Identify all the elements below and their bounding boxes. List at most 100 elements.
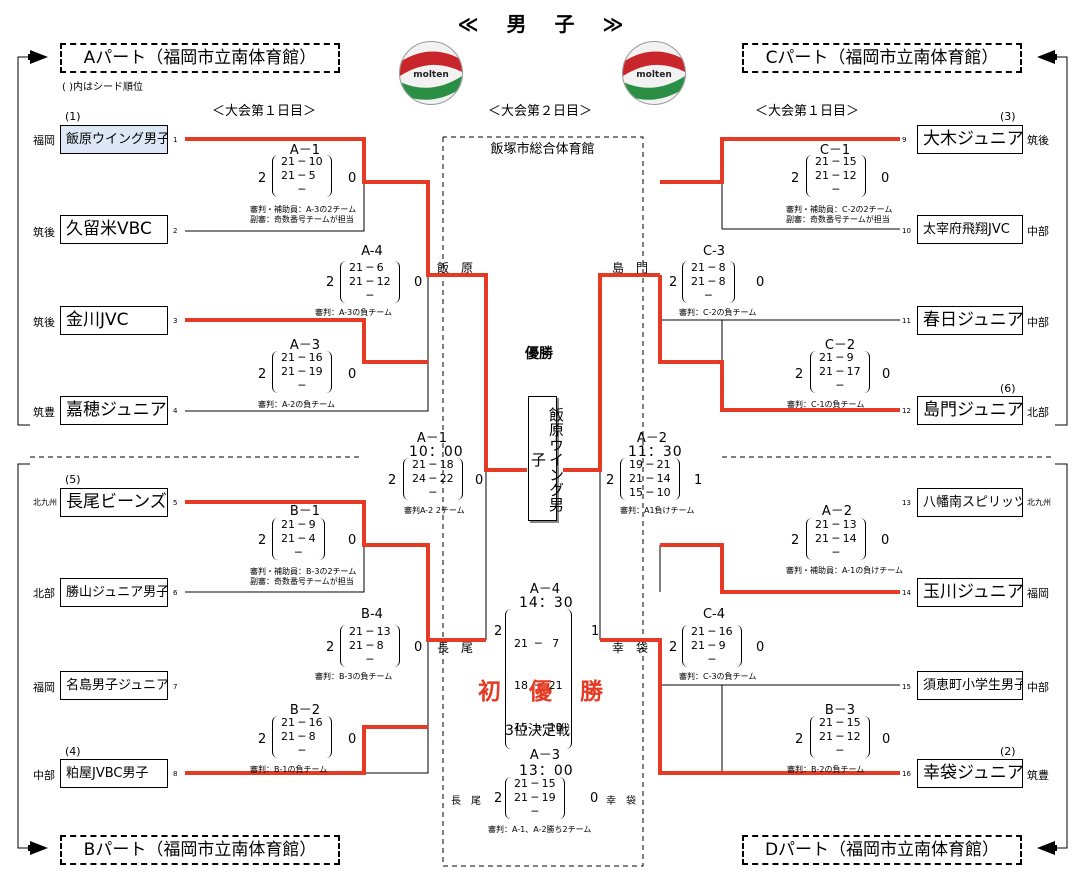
match-a4-scores: 21 ─ 6 21 ─ 12 ─	[340, 261, 400, 303]
semi2-ref: 審判：A1負けチーム	[620, 506, 695, 515]
final-left-sets: 2	[494, 624, 503, 639]
match-a1-scores: 21 ─ 10 21 ─ 5 ─	[272, 155, 332, 197]
region-10: 中部	[1027, 225, 1049, 238]
match-b2-scores: 21 ─ 16 21 ─ 8 ─	[272, 716, 332, 758]
semi2-set2: 21 ─ 14	[629, 472, 671, 485]
finalist-iihara: 飯 原	[437, 261, 474, 275]
semi1-set2: 24 ─ 22	[412, 472, 454, 485]
match-d2-ref: 審判・補助員：A-1の負けチーム	[786, 566, 904, 575]
match-c2-ref: 審判：C-1の負チーム	[787, 400, 865, 409]
match-c1-set2: 21 ─ 12	[815, 169, 857, 182]
finalist-shimakado: 島 門	[612, 261, 649, 275]
semi2-label: A－2	[636, 431, 668, 446]
match-b4-scores: 21 ─ 13 21 ─ 8 ─	[340, 625, 400, 667]
match-c1-left-sets: 2	[791, 171, 800, 186]
semi1-set3: ─	[429, 486, 437, 499]
region-4: 筑豊	[33, 406, 55, 419]
region-8: 中部	[33, 769, 55, 782]
region-2: 筑後	[33, 226, 55, 239]
match-c3-set3: ─	[705, 289, 712, 302]
match-d2-set2: 21 ─ 14	[815, 532, 857, 545]
final-scores: 21 ─ 7 18 ─ 21 15 ─ 10	[505, 609, 572, 749]
region-13: 北九州	[1027, 498, 1051, 507]
num-9: 9	[902, 136, 907, 144]
semi2-set1: 19 ─ 21	[629, 458, 671, 471]
match-a4-ref: 審判：A-3の負チーム	[315, 308, 393, 317]
match-c2-set3: ─	[836, 379, 844, 392]
num-13: 13	[902, 499, 911, 507]
match-c3-left-sets: 2	[669, 275, 678, 290]
match-d2-set1: 21 ─ 13	[815, 518, 857, 531]
day2-center: ＜大会第２日目＞	[488, 104, 593, 119]
day1-right: ＜大会第１日目＞	[755, 104, 860, 119]
match-a3-ref: 審判：A-2の負チーム	[258, 400, 336, 409]
region-6: 北部	[33, 587, 55, 600]
champion-heading: 優勝	[525, 346, 553, 362]
semi1-set1: 21 ─ 18	[412, 458, 454, 471]
num-15: 15	[902, 683, 911, 691]
part-a-header: Aパート（福岡市立南体育館）	[60, 43, 340, 73]
match-a4-label: A-4	[361, 244, 383, 259]
team-10: 太宰府飛翔JVC	[917, 215, 1023, 244]
match-b4-set3: ─	[366, 653, 374, 666]
match-a4-set2: 21 ─ 12	[349, 275, 391, 288]
num-4: 4	[173, 407, 178, 415]
team-5: 長尾ビーンズ	[60, 488, 168, 517]
match-b2-set1: 21 ─ 16	[281, 716, 323, 729]
match-d2-set3: ─	[832, 546, 840, 559]
finalist-kotai: 幸 袋	[612, 641, 649, 655]
final-right-sets: 1	[591, 624, 600, 639]
match-a3-left-sets: 2	[258, 367, 267, 382]
third-time: 13：00	[519, 763, 574, 779]
match-c3-right-sets: 0	[756, 275, 765, 290]
match-c1-set1: 21 ─ 15	[815, 155, 857, 168]
match-c2-right-sets: 0	[882, 367, 891, 382]
third-set2: 21 ─ 19	[514, 791, 556, 804]
region-9: 筑後	[1027, 134, 1049, 147]
match-a1-label: A－1	[289, 143, 321, 158]
num-1: 1	[173, 136, 178, 144]
match-a1-set3: ─	[298, 183, 306, 196]
team-12: 島門ジュニア	[917, 396, 1023, 425]
match-d3-set3: ─	[836, 744, 844, 757]
match-c2-left-sets: 2	[795, 367, 804, 382]
semi2-left-sets: 2	[606, 473, 615, 488]
third-right-team: 幸 袋	[606, 796, 636, 807]
third-right-sets: 0	[590, 791, 599, 806]
num-12: 12	[902, 407, 911, 415]
champion-box: 飯原ウイング男子	[528, 396, 565, 521]
team-15: 須恵町小学生男子	[917, 671, 1023, 700]
third-set3: ─	[531, 805, 539, 818]
final-set3: 15 ─ 10	[514, 721, 563, 734]
match-d3-set1: 21 ─ 15	[819, 716, 861, 729]
num-3: 3	[173, 317, 178, 325]
match-b4-left-sets: 2	[326, 640, 335, 655]
team-7: 名島男子ジュニア	[60, 671, 168, 700]
match-a1-set2: 21 ─ 5	[281, 169, 316, 182]
match-d3-scores: 21 ─ 15 21 ─ 12 ─	[810, 716, 870, 758]
team-13: 八幡南スピリッツ	[917, 488, 1023, 517]
match-d2-right-sets: 0	[881, 533, 890, 548]
match-d2-label: A－2	[821, 504, 853, 519]
seed-8: (4)	[65, 745, 81, 758]
match-b2-set3: ─	[298, 744, 306, 757]
match-d3-ref: 審判：B-2の負チーム	[787, 765, 865, 774]
match-b1-set2: 21 ─ 4	[281, 532, 316, 545]
final-time: 14：30	[519, 595, 574, 611]
champion-name: 飯原ウイング男子	[529, 406, 565, 512]
match-a4-right-sets: 0	[414, 275, 423, 290]
region-14: 福岡	[1027, 587, 1049, 600]
match-c3-set1: 21 ─ 8	[691, 261, 726, 274]
ball-brand-left: molten	[413, 70, 448, 80]
match-d4-set2: 21 ─ 9	[691, 639, 726, 652]
match-b4-set2: 21 ─ 8	[349, 639, 384, 652]
num-5: 5	[173, 499, 178, 507]
match-d2-left-sets: 2	[791, 533, 800, 548]
match-d3-right-sets: 0	[882, 732, 891, 747]
first-victory-text: 初 優 勝	[478, 679, 614, 705]
semi2-time: 11：30	[628, 444, 683, 460]
match-b1-ref1: 審判・補助員：B-3の2チーム	[250, 567, 357, 576]
third-ref: 審判：A-1、A-2勝ち2チーム	[488, 825, 592, 834]
seed-note: ( )内はシード順位	[62, 82, 143, 93]
match-d4-right-sets: 0	[756, 640, 765, 655]
